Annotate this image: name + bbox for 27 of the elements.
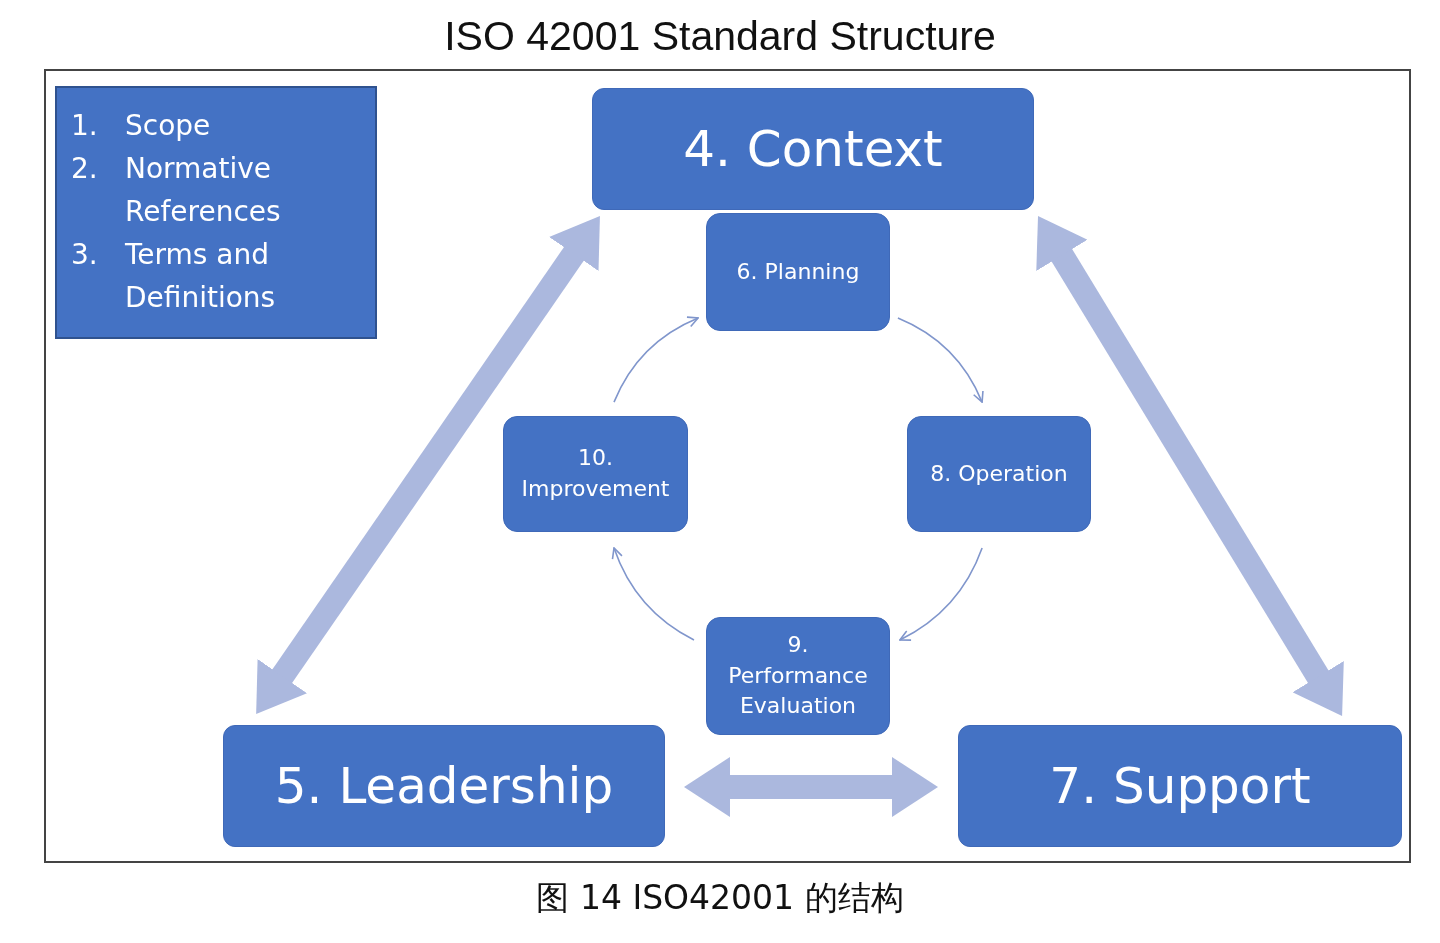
double-headed-arrow — [1036, 216, 1344, 716]
list-item: 1. Scope — [71, 108, 212, 144]
step-label: 10. Improvement — [520, 444, 671, 503]
clause-list-panel — [55, 86, 377, 339]
double-headed-arrow — [256, 216, 600, 714]
step-label: 8. Operation — [930, 459, 1068, 488]
cycle-step-box — [503, 416, 688, 532]
cycle-step-box — [907, 416, 1091, 532]
curved-arrow — [612, 547, 695, 641]
cycle-step-box — [706, 213, 890, 331]
clause-box — [958, 725, 1402, 847]
curved-arrow — [897, 317, 984, 403]
step-label: 9. Performance Evaluation — [727, 630, 869, 721]
clause-box — [592, 88, 1034, 210]
clause-label: 4. Context — [683, 119, 943, 179]
cycle-step-box — [706, 617, 890, 735]
figure-caption: 图 14 ISO42001 的结构 — [536, 878, 904, 918]
list-item: 2. Normative References — [71, 151, 282, 230]
step-label: 6. Planning — [736, 257, 860, 286]
clause-label: 7. Support — [1049, 756, 1311, 816]
clause-label: 5. Leadership — [274, 756, 614, 816]
curved-arrow — [613, 316, 699, 403]
diagram-title: ISO 42001 Standard Structure — [444, 13, 996, 61]
curved-arrow — [899, 547, 983, 641]
clause-box — [223, 725, 665, 847]
list-item: 3. Terms and Definitions — [71, 237, 277, 316]
double-headed-arrow — [684, 757, 938, 817]
